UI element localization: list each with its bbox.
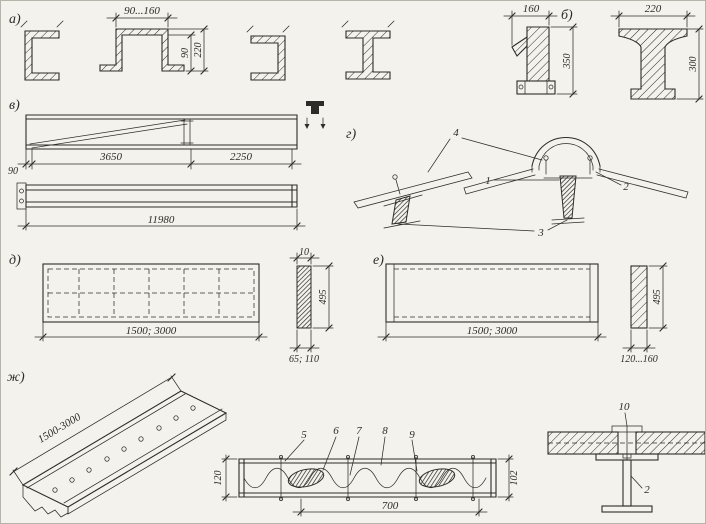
dim-purlin-width: 160 — [503, 3, 558, 46]
support-beam — [595, 453, 659, 513]
beam-side-view — [16, 182, 298, 210]
callout-9: 9 — [409, 429, 415, 441]
figure-b: б) 160 350 — [481, 1, 705, 113]
dim-e-depth-text: 120...160 — [620, 354, 658, 365]
callout-8: 8 — [382, 425, 388, 437]
dim-d-plan-width: 1500; 3000 — [126, 325, 177, 337]
callouts-g: 4 1 2 3 — [397, 127, 629, 239]
dim-section-right: 102 — [497, 454, 520, 502]
figure-e: е) 1500; 3000 495 — [361, 248, 705, 371]
tapered-beam-elevation — [25, 114, 298, 150]
panel-plan-ribbed — [42, 263, 260, 323]
dim-zh-length: 1500-3000 — [9, 373, 182, 486]
dim-d-height: 495 — [312, 262, 334, 332]
callout-7: 7 — [356, 425, 362, 437]
callout-6: 6 — [333, 425, 339, 437]
callout-2b: 2 — [644, 484, 650, 496]
dim-e-height: 495 — [648, 262, 668, 332]
label-b: б) — [561, 8, 573, 23]
dim-e-plan-width: 1500; 3000 — [467, 325, 518, 337]
dim-b1-height: 350 — [562, 54, 573, 70]
dim-b1-width: 160 — [523, 3, 540, 15]
figure-d: д) 1500; 3000 10 — [1, 247, 361, 371]
sandwich-section — [238, 455, 497, 501]
dim-a-height-inner: 90 — [180, 48, 191, 58]
dim-section-width: 700 — [292, 498, 488, 517]
profile-channel-open-left — [250, 35, 286, 81]
dim-rail-height: 300 — [676, 25, 704, 103]
dim-e-height-text: 495 — [652, 290, 663, 305]
label-e: е) — [373, 253, 384, 268]
callout-5: 5 — [301, 429, 307, 441]
dim-s-height: 120 — [213, 471, 224, 486]
dim-d-depth-text: 65; 110 — [289, 354, 319, 365]
panel-joint-detail — [547, 425, 705, 461]
label-a: а) — [9, 12, 21, 27]
profile-hat — [99, 28, 185, 72]
dim-v-seg2: 2250 — [230, 151, 253, 163]
left-panel-support-detail — [353, 171, 473, 229]
callouts-section: 5 6 7 8 9 — [284, 425, 418, 476]
dim-rail-width: 220 — [610, 3, 696, 28]
dim-b2-height: 300 — [688, 57, 699, 73]
callout-1: 1 — [485, 175, 491, 187]
dim-e-depth: 120...160 — [620, 329, 658, 365]
corner-marks — [20, 20, 395, 33]
figure-section: 5 6 7 8 9 120 102 — [211, 413, 546, 523]
dims-beam-segments: 90 3650 2250 — [8, 148, 302, 177]
figure-joint: 10 2 — [546, 396, 705, 523]
profile-channel-open-right — [24, 30, 60, 81]
figure-v: в) 90 3650 2250 — [1, 93, 336, 243]
label-g: г) — [346, 127, 356, 142]
panel-3d-view — [21, 390, 228, 518]
purlin-section — [511, 26, 556, 95]
callout-10: 10 — [619, 401, 631, 413]
callout-3: 3 — [537, 227, 544, 239]
dim-beam-total: 11980 — [17, 208, 306, 231]
dim-e-plan: 1500; 3000 — [377, 321, 607, 342]
dim-hat-width: 90...160 — [106, 5, 178, 28]
dim-d-plan: 1500; 3000 — [34, 321, 268, 342]
ridge-joint-detail — [463, 136, 689, 225]
label-v: в) — [9, 98, 20, 113]
dim-zh-length-text: 1500-3000 — [36, 411, 83, 446]
dim-v-total: 11980 — [148, 214, 175, 226]
dim-d-height-text: 495 — [318, 290, 329, 305]
dim-a-width: 90...160 — [124, 5, 160, 17]
dim-purlin-height: 350 — [550, 23, 578, 98]
dim-hat-heights: 90 220 — [168, 25, 209, 75]
rail-section — [618, 28, 688, 100]
callout-2: 2 — [623, 181, 629, 193]
dim-v-seg0: 90 — [8, 166, 18, 177]
figure-g: г) 4 — [336, 114, 705, 246]
dim-s-height2: 102 — [509, 471, 520, 486]
panel-side-view-e — [630, 265, 648, 329]
callout-4: 4 — [453, 127, 459, 139]
figure-a: а) 90...160 90 220 — [1, 1, 431, 93]
dim-s-width: 700 — [382, 500, 399, 512]
panel-side-view-d — [296, 265, 312, 329]
callouts-joint: 10 2 — [619, 401, 651, 496]
label-zh: ж) — [7, 370, 25, 385]
dim-a-height-outer: 220 — [193, 43, 204, 58]
dim-section-left: 120 — [213, 454, 238, 502]
label-d: д) — [9, 253, 21, 268]
panel-plan-plain — [385, 263, 599, 323]
figure-zh: ж) 1500-3000 — [1, 363, 256, 523]
dim-v-seg1: 3650 — [99, 151, 123, 163]
dim-d-thickness-text: 10 — [299, 247, 309, 258]
dim-d-thickness: 10 — [289, 247, 320, 265]
dim-d-depth: 65; 110 — [289, 329, 320, 365]
dim-b2-width: 220 — [645, 3, 662, 15]
section-orientation-mark — [304, 101, 326, 129]
profile-i-beam — [345, 30, 391, 80]
